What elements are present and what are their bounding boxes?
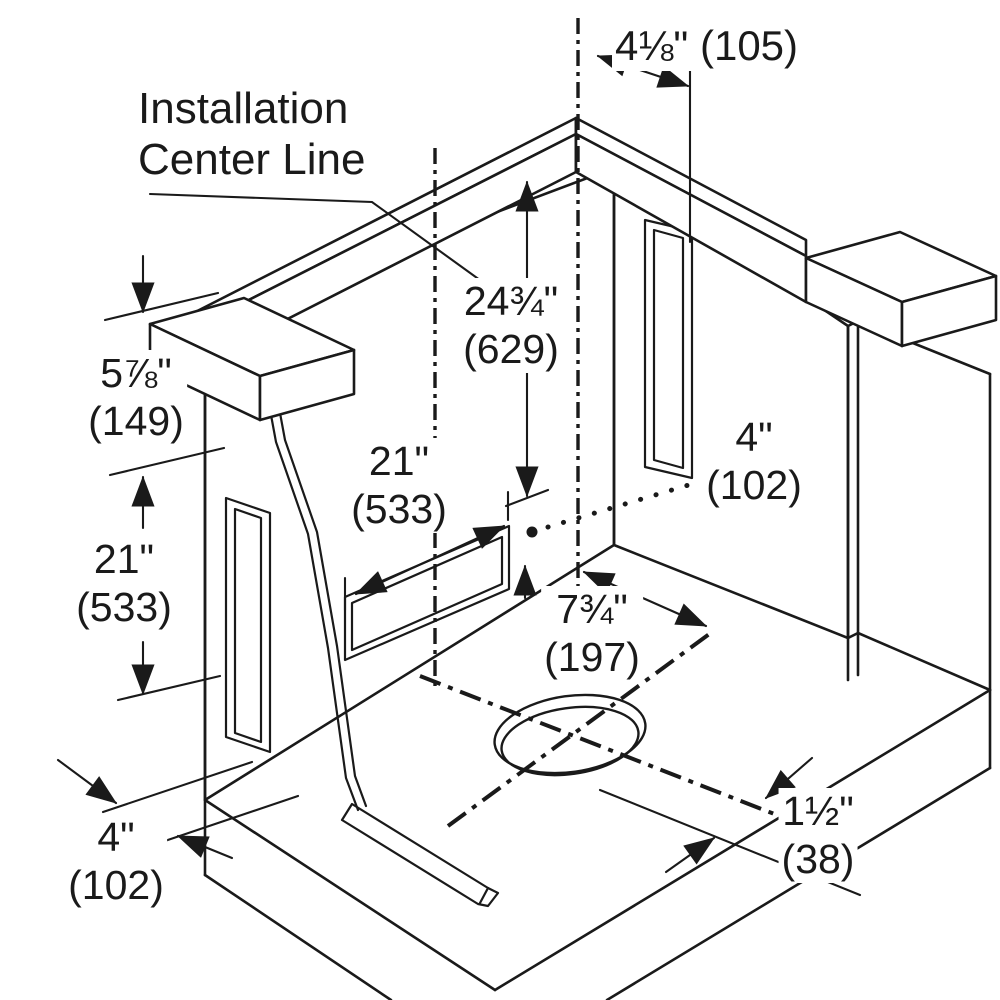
dim-label-top-width: 4⅛" (105): [612, 22, 802, 71]
title-line2: Center Line: [138, 134, 366, 184]
dim-slot-length-inch: 21": [368, 438, 430, 484]
dim-label-floor-depth: 7¾" (197): [541, 586, 643, 682]
back-wall-slot: [343, 524, 511, 662]
dim-slot-length-mm: (533): [351, 485, 447, 532]
dim-rail-height-mm: (149): [88, 397, 184, 444]
floor-center-line-depth: [446, 630, 714, 828]
dim-floor-depth-mm: (197): [544, 633, 640, 680]
dim-front-offset-inch: 1½": [782, 788, 854, 834]
vent-slot-left-wall: [224, 496, 272, 754]
dim-floor-depth: [582, 570, 708, 628]
dim-side-opening-inch: 21": [93, 536, 155, 582]
dim-label-center-offset: 4" (102): [703, 414, 805, 510]
dim-back-height-mm: (629): [463, 325, 559, 372]
dim-edge-offset: [56, 758, 300, 860]
dim-top-width-inch: 4⅛": [615, 22, 689, 69]
floor-slab: [203, 631, 992, 1000]
dim-top-width-mm: (105): [699, 22, 799, 69]
dim-center-offset-mm: (102): [706, 461, 802, 508]
floor-hole: [493, 693, 647, 777]
vent-slot-right-wall: [643, 218, 694, 480]
dim-label-front-offset: 1½" (38): [778, 788, 858, 884]
installation-center-line-label: Installation Center Line: [135, 84, 368, 185]
rail-block-left: [148, 296, 356, 422]
dim-front-offset-mm: (38): [781, 835, 855, 882]
dim-label-back-height: 24¾" (629): [460, 278, 562, 374]
dim-label-side-opening-height: 21" (533): [73, 536, 175, 632]
title-line1: Installation: [138, 84, 349, 133]
dim-slot-length: [343, 490, 510, 612]
dim-label-rail-height: 5⅞" (149): [85, 350, 187, 446]
dotted-leader: [526, 481, 695, 538]
dim-side-opening-mm: (533): [76, 583, 172, 630]
dim-edge-offset-mm: (102): [68, 861, 164, 908]
dim-floor-depth-inch: 7¾": [556, 586, 628, 632]
dim-edge-offset-inch: 4": [97, 814, 135, 860]
dim-center-offset-inch: 4": [735, 414, 773, 460]
dim-side-opening-height: [116, 640, 222, 702]
rail-block-right: [804, 230, 998, 348]
dim-back-height: [504, 180, 550, 600]
dim-label-slot-length: 21" (533): [348, 438, 450, 534]
dim-label-edge-offset: 4" (102): [65, 814, 167, 910]
floor-center-line-width: [419, 674, 801, 826]
dim-rail-height-inch: 5⅞": [100, 350, 172, 396]
conduit: [264, 384, 500, 908]
dim-back-height-inch: 24¾": [463, 278, 559, 324]
dim-rail-height: [103, 254, 226, 530]
